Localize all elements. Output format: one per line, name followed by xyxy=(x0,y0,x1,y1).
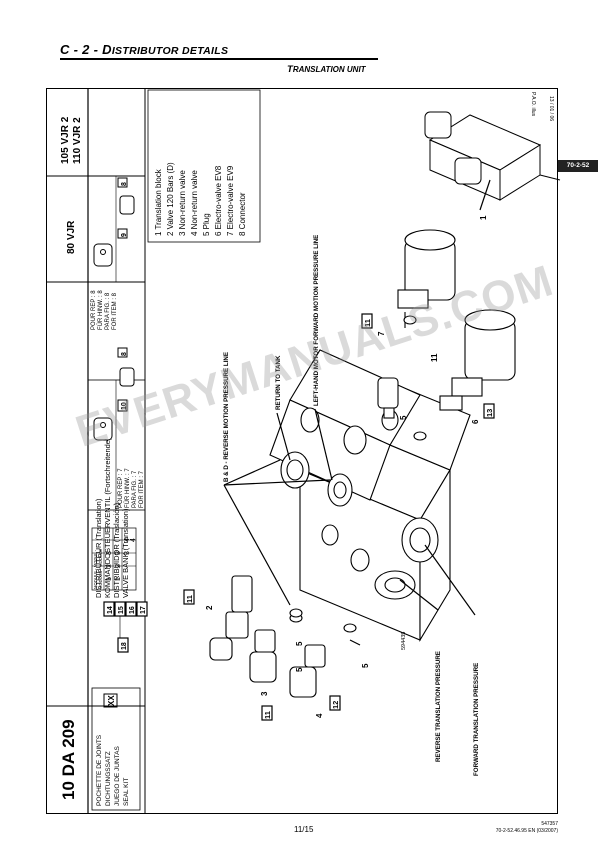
section-tab: 70-2-52 xyxy=(558,160,598,172)
non-return-valve xyxy=(377,377,399,419)
legend-item-1: 1 Translation block xyxy=(154,168,163,236)
svg-text:POUR REP : 8: POUR REP : 8 xyxy=(91,290,97,330)
module-cell: 4 xyxy=(130,538,137,542)
page-subtitle: Translation unit xyxy=(287,64,366,75)
module-cell: 1 xyxy=(106,577,113,581)
electro-valve-ev8 xyxy=(439,309,516,411)
page-number: 11/15 xyxy=(294,825,314,834)
svg-text:17: 17 xyxy=(140,606,147,614)
svg-text:6: 6 xyxy=(471,419,480,424)
kit-code: 10 DA 209 xyxy=(59,719,78,800)
svg-text:2: 2 xyxy=(205,605,214,610)
module-cell: 3 xyxy=(115,551,122,555)
electro-valve-ev9 xyxy=(397,229,456,328)
model-105: 105 VJR 2 xyxy=(60,116,71,164)
distributor-line-3: DISTRIBUIDOR (Traslación) xyxy=(112,502,121,598)
seal-kit-mark: XX xyxy=(107,695,116,706)
svg-text:FOR ITEM : 7: FOR ITEM : 7 xyxy=(139,470,145,508)
page-title: C - 2 - Distributor details xyxy=(60,42,229,57)
model-110: 110 VJR 2 xyxy=(72,117,83,164)
svg-text:18: 18 xyxy=(121,642,128,650)
valve-cartridge-2 xyxy=(209,575,253,661)
legend-item-6: 6 Electro-valve EV8 xyxy=(214,165,223,236)
module-cell: 1 xyxy=(115,577,122,581)
valve-cartridge-4 xyxy=(289,644,326,698)
svg-text:15: 15 xyxy=(118,606,125,614)
seal-kit-line-2: DICHTUNGSSATZ xyxy=(105,751,112,806)
svg-text:PARA FIG. : 8: PARA FIG. : 8 xyxy=(105,292,111,330)
callout-numbers: 1 2 3 4 5 5 5 5 6 7 11 xyxy=(205,215,488,718)
svg-text:7: 7 xyxy=(377,331,386,336)
assembly-thumbnail xyxy=(424,111,561,201)
seal-kit-line-1: POCHETTE DE JOINTS xyxy=(96,734,103,806)
module-cell: 2 xyxy=(115,564,122,568)
model-80: 80 VJR xyxy=(66,220,77,254)
connector-panel: POUR REP : 7 FÜR HINW. : 7 PARA FIG. : 7… xyxy=(87,175,146,511)
pao-label: P.A.O. illus xyxy=(530,92,536,117)
diagram-frame xyxy=(46,88,558,814)
svg-text:3: 3 xyxy=(260,691,269,696)
module-cell: 2 xyxy=(106,564,113,568)
svg-text:10: 10 xyxy=(121,402,128,410)
svg-text:11: 11 xyxy=(263,711,272,719)
footer-reference: 547357 70-2-52.46.95 EN (03/2007) xyxy=(495,821,558,834)
label-bd-reverse: B & D - REVERSE MOTION PRESSURE LINE xyxy=(223,352,230,482)
svg-text:8: 8 xyxy=(121,352,128,356)
label-return-tank: RETURN TO TANK xyxy=(275,355,282,410)
title-underline xyxy=(60,58,378,60)
module-cell: 4 xyxy=(124,538,131,542)
svg-text:16: 16 xyxy=(129,606,136,614)
callout-boxes: 11 11 12 13 11 xyxy=(183,313,495,721)
svg-text:11: 11 xyxy=(363,319,372,327)
valve-cartridge-3 xyxy=(249,629,277,683)
translation-block xyxy=(269,349,471,642)
module-table: MODULE - MODUL - MODULO - MODULE 1 2 3 1… xyxy=(91,527,137,591)
svg-text:FOR ITEM : 8: FOR ITEM : 8 xyxy=(112,292,118,330)
svg-text:5: 5 xyxy=(361,663,370,668)
module-cell: 3 xyxy=(124,551,131,555)
legend-item-4: 4 Non-return valve xyxy=(190,170,199,236)
label-reverse-trans: REVERSE TRANSLATION PRESSURE xyxy=(435,651,442,762)
svg-text:4: 4 xyxy=(315,713,324,718)
legend-box xyxy=(147,89,261,243)
svg-text:13: 13 xyxy=(485,409,494,417)
svg-text:5: 5 xyxy=(295,667,304,672)
svg-text:FÜR HINW. : 7: FÜR HINW. : 7 xyxy=(124,468,131,508)
svg-text:POUR REP : 7: POUR REP : 7 xyxy=(118,468,124,508)
svg-text:11: 11 xyxy=(430,353,439,362)
svg-text:FÜR HINW. : 8: FÜR HINW. : 8 xyxy=(97,290,104,330)
legend-item-8: 8 Connector xyxy=(238,192,247,236)
distributor-line-1: DISTRIBUTEUR (Translation) xyxy=(94,498,103,598)
legend-item-5: 5 Plug xyxy=(202,213,211,236)
leader-lines xyxy=(223,179,491,646)
module-header-1: MODULE - MODUL - xyxy=(93,549,98,589)
svg-text:5: 5 xyxy=(295,641,304,646)
svg-text:5: 5 xyxy=(399,415,408,420)
svg-text:14: 14 xyxy=(107,606,114,614)
label-left-hand: LEFT-HAND MOTOR FORWARD MOTION PRESSURE … xyxy=(313,235,320,406)
svg-text:12: 12 xyxy=(331,701,340,709)
module-cell: 3 xyxy=(106,551,113,555)
legend-item-7: 7 Electro-valve EV9 xyxy=(226,165,235,236)
seal-kit-line-4: SEAL KIT xyxy=(123,778,130,806)
plugs xyxy=(289,431,427,633)
module-row-numbers: 14 15 16 17 18 xyxy=(103,601,148,653)
svg-text:9: 9 xyxy=(121,233,128,237)
module-header-2: MODULO - MODULE xyxy=(98,549,103,589)
seal-kit-line-3: JUEGO DE JUNTAS xyxy=(114,746,121,806)
distributor-line-2: KOMMANDOSTEUERVENTIL (Fortschreitende) xyxy=(103,437,112,598)
legend-item-3: 3 Non-return valve xyxy=(178,170,187,236)
svg-text:PARA FIG. : 7: PARA FIG. : 7 xyxy=(132,470,138,508)
svg-text:11: 11 xyxy=(185,595,194,603)
svg-text:1: 1 xyxy=(479,215,488,220)
label-forward-trans: FORWARD TRANSLATION PRESSURE xyxy=(473,663,480,776)
legend-item-2: 2 Valve 120 Bars (D) xyxy=(166,162,175,236)
drawing-number: 594435 xyxy=(401,632,407,650)
date-stamp: 13 / 01 / 06 xyxy=(548,96,554,121)
svg-text:8: 8 xyxy=(121,182,128,186)
